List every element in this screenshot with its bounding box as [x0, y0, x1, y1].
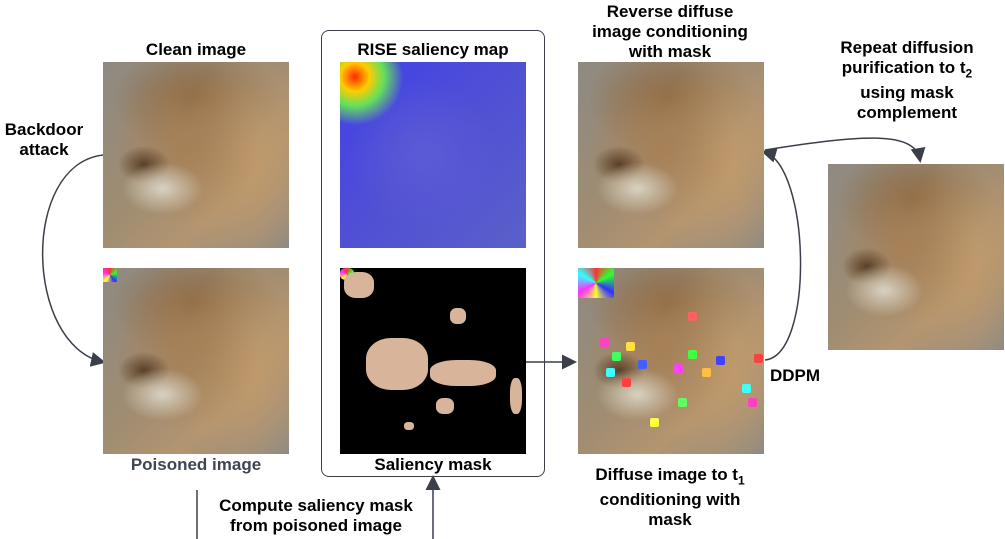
- backdoor-line-1: Backdoor: [4, 120, 84, 139]
- poisoned-image-label: Poisoned image: [130, 455, 262, 474]
- compute-mask-label: Compute saliency mask from poisoned imag…: [205, 496, 427, 536]
- diffuse-line-1: Diffuse image to t1: [595, 465, 745, 488]
- diffuse-line-3: mask: [648, 510, 692, 530]
- reverse-diffuse-label: Reverse diffuse image conditioning with …: [570, 2, 770, 62]
- reverse-diffused-image: [578, 62, 764, 248]
- diffuse-label: Diffuse image to t1 conditioning with ma…: [570, 465, 770, 530]
- trigger-patch: [103, 268, 117, 282]
- clean-image: [103, 62, 289, 248]
- repeat-label: Repeat diffusion purification to t2 usin…: [812, 38, 1002, 123]
- poisoned-image: [103, 268, 289, 454]
- purified-image: [828, 164, 1004, 350]
- repeat-arrow: [764, 137, 926, 163]
- repeat-line-2: purification to t2: [841, 58, 973, 81]
- repeat-line-3: using mask: [860, 83, 954, 103]
- backdoor-arrow: [41, 154, 106, 367]
- reverse-line-2: image conditioning: [592, 22, 748, 41]
- backdoor-line-2: attack: [19, 140, 69, 159]
- compute-line-1: Compute saliency mask: [219, 496, 413, 515]
- saliency-mask-image: [340, 268, 526, 454]
- ddpm-arrow: [761, 148, 802, 361]
- rise-map-label: RISE saliency map: [357, 40, 509, 59]
- backdoor-attack-label: Backdoor attack: [4, 120, 84, 160]
- saliency-mask-label: Saliency mask: [374, 455, 492, 474]
- rise-saliency-map: [340, 62, 526, 248]
- saliency-panel: [321, 30, 545, 477]
- reverse-line-1: Reverse diffuse: [606, 2, 734, 21]
- diffuse-line-2: conditioning with: [599, 490, 741, 510]
- repeat-line-1: Repeat diffusion: [840, 38, 974, 57]
- diffused-noisy-image: [578, 268, 764, 454]
- reverse-line-3: with mask: [628, 42, 712, 61]
- ddpm-label: DDPM: [770, 366, 821, 385]
- compute-line-2: from poisoned image: [230, 516, 402, 535]
- repeat-line-4: complement: [856, 103, 958, 123]
- clean-image-label: Clean image: [145, 40, 247, 59]
